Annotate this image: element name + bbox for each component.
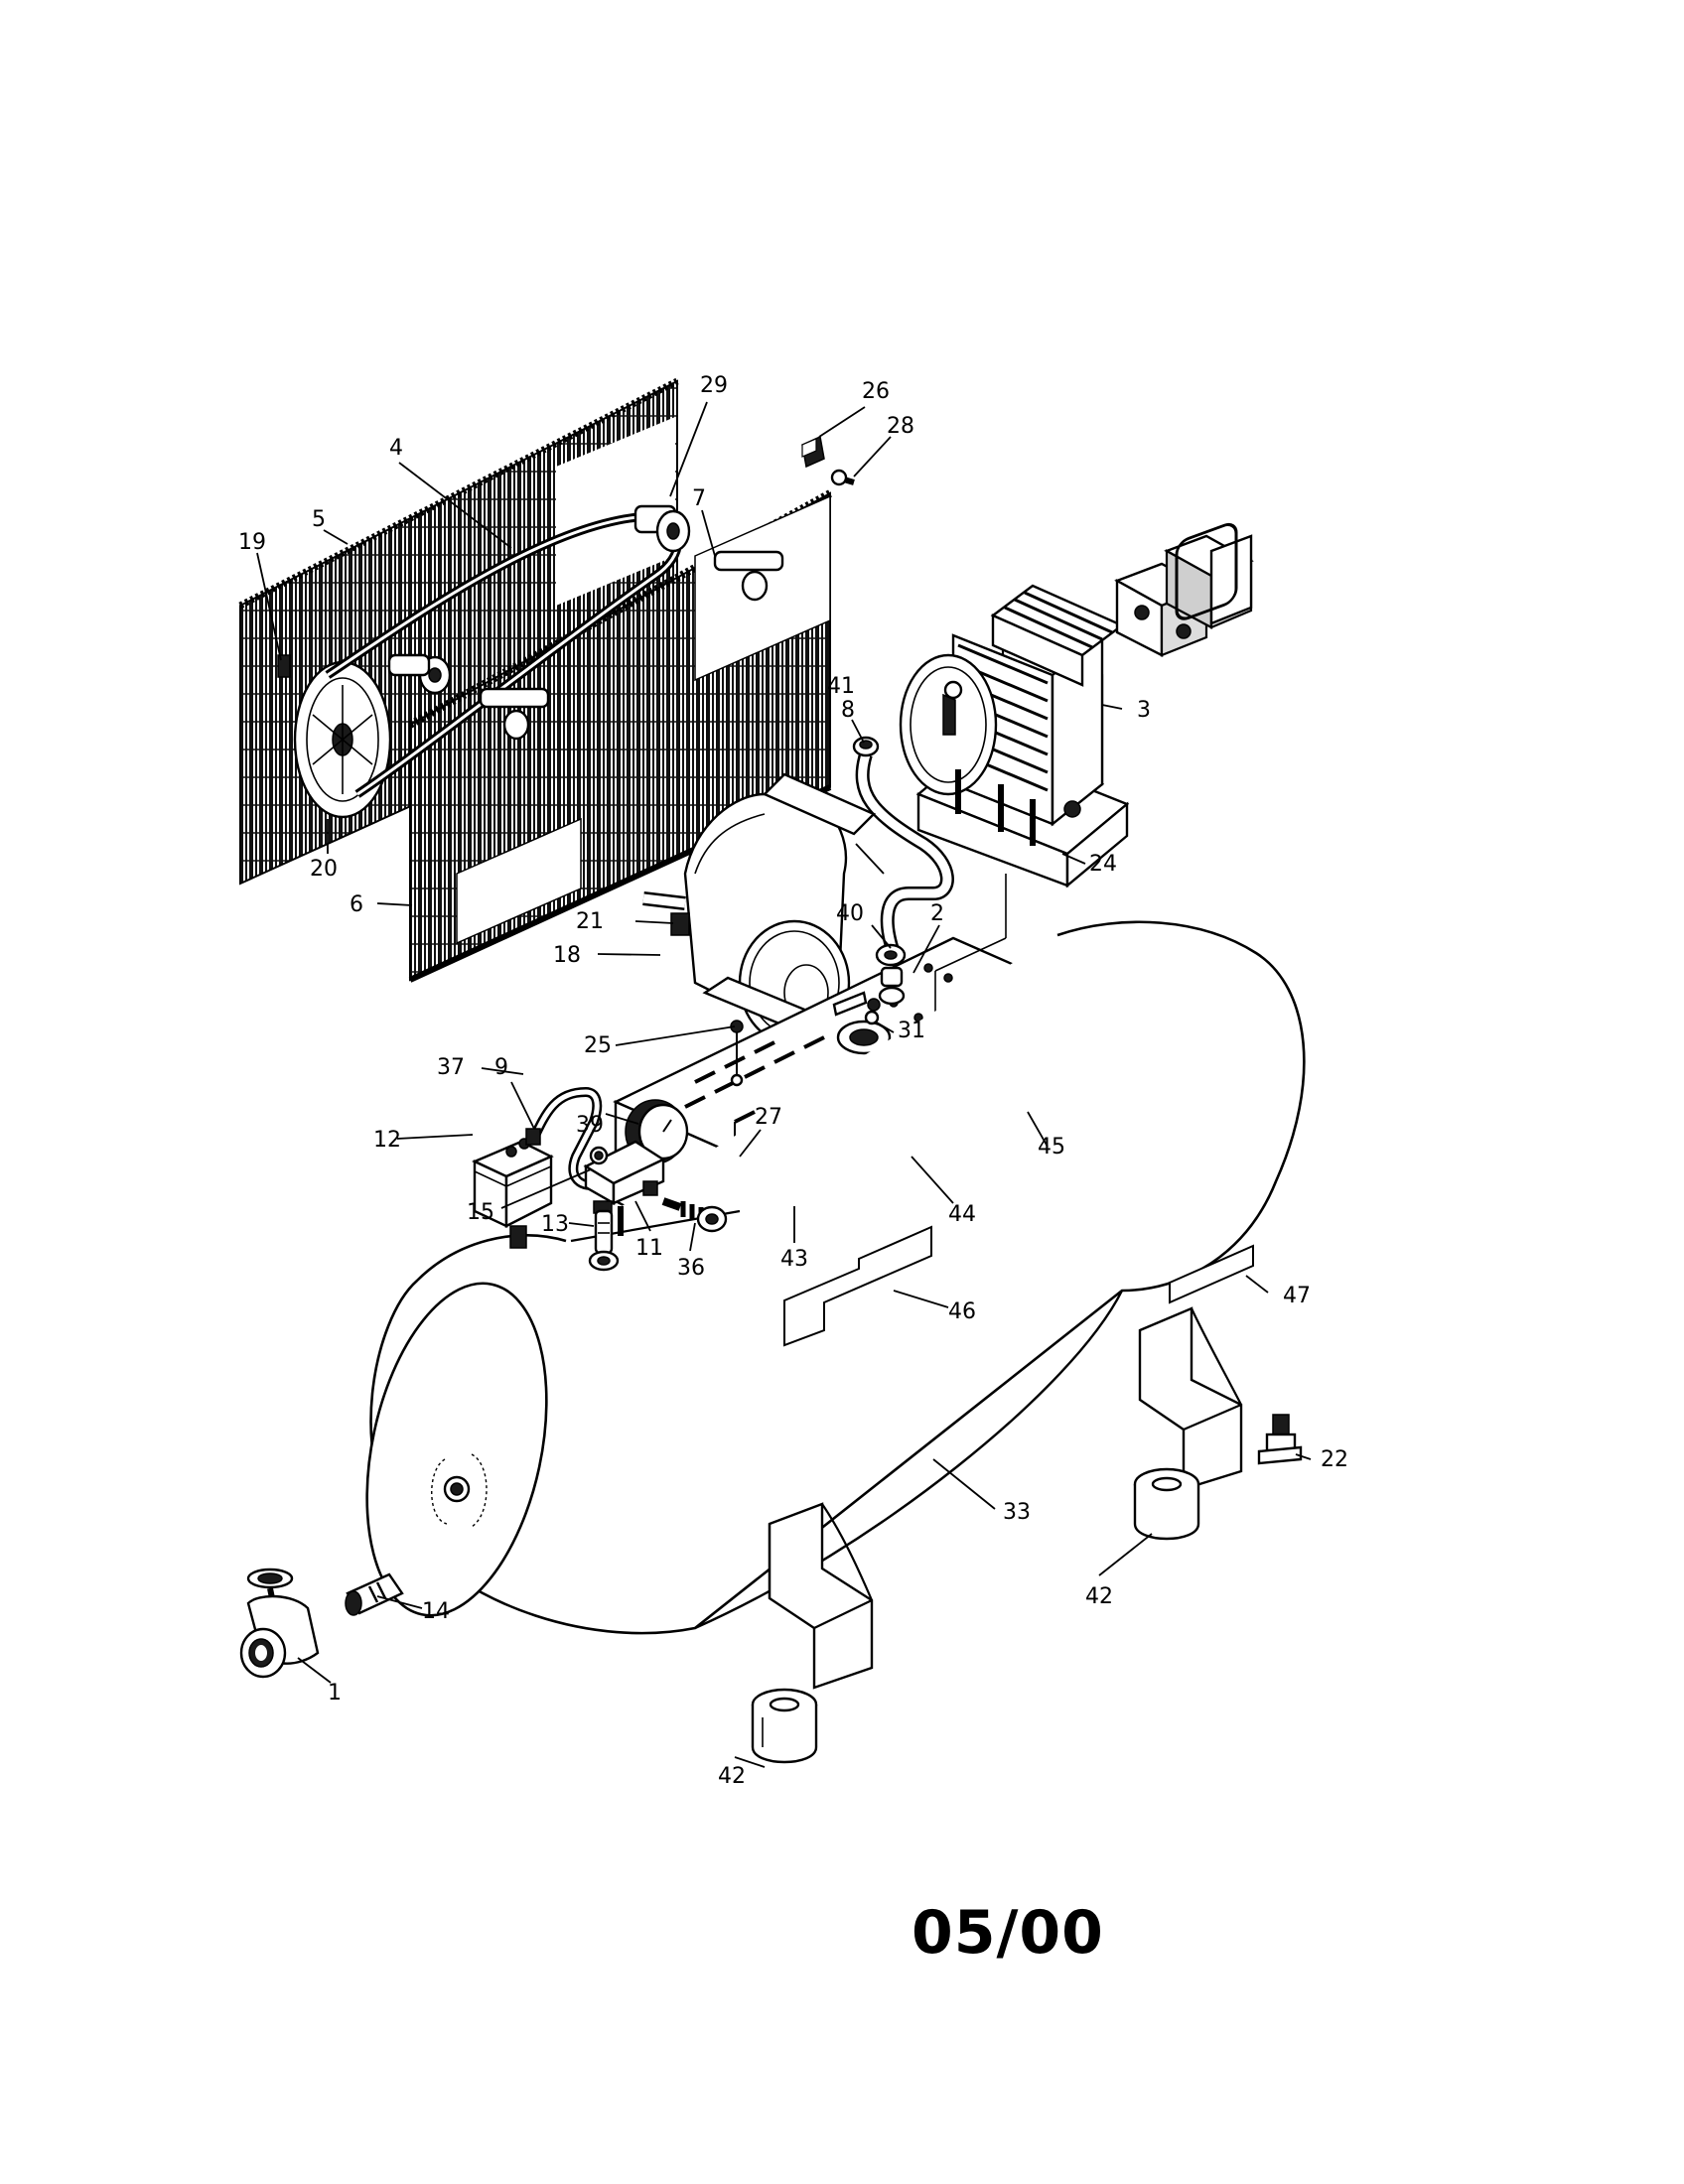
callout-41: 41 — [827, 674, 855, 699]
decal-46 — [783, 1225, 932, 1347]
callout-40: 40 — [836, 901, 864, 926]
callout-27: 27 — [755, 1105, 782, 1130]
callout-labels: 1 2 3 4 5 6 7 8 9 11 12 13 14 15 18 19 2… — [238, 373, 1348, 1789]
service-valve — [239, 1568, 320, 1679]
guard-clip — [801, 435, 825, 469]
callout-11: 11 — [635, 1236, 663, 1261]
callout-47: 47 — [1283, 1284, 1311, 1308]
callout-36: 36 — [677, 1256, 705, 1281]
revision-date-code: 05/00 — [912, 1898, 1104, 1968]
rubber-foot-front — [751, 1688, 818, 1764]
callout-19: 19 — [238, 530, 266, 555]
callout-12: 12 — [373, 1128, 401, 1153]
callout-14: 14 — [422, 1599, 450, 1624]
air-filter-cover — [1175, 522, 1253, 625]
callout-8: 8 — [841, 698, 855, 723]
callout-25: 25 — [584, 1033, 612, 1058]
callout-21: 21 — [576, 909, 604, 934]
fitting-37 — [525, 1128, 541, 1146]
compressor-pump — [899, 584, 1130, 888]
screw-28 — [830, 469, 855, 486]
bolt-19 — [277, 654, 291, 678]
callout-31: 31 — [898, 1019, 925, 1043]
safety-valve — [588, 1200, 620, 1272]
guard-bracket-upper — [479, 550, 784, 741]
callout-33: 33 — [1003, 1500, 1031, 1525]
callout-42-rear: 42 — [1085, 1584, 1113, 1609]
motor-pulley — [387, 504, 691, 695]
callout-22: 22 — [1321, 1447, 1348, 1472]
callout-1: 1 — [328, 1681, 342, 1706]
callout-44: 44 — [948, 1202, 976, 1227]
leader-lines — [256, 401, 1312, 1768]
check-valve — [875, 943, 907, 1006]
callout-4: 4 — [389, 436, 403, 461]
manifold-block — [583, 1140, 666, 1236]
tank-leg-rear — [1138, 1306, 1243, 1491]
callout-45: 45 — [1038, 1135, 1065, 1160]
callout-6: 6 — [350, 892, 363, 917]
callout-37: 37 — [437, 1055, 465, 1080]
quick-coupler — [661, 1197, 728, 1233]
callout-2: 2 — [930, 901, 944, 926]
callout-13: 13 — [541, 1212, 569, 1237]
discharge-tube — [852, 736, 954, 956]
callout-9: 9 — [494, 1055, 508, 1080]
belt-guard-front — [408, 489, 832, 983]
callout-24: 24 — [1089, 852, 1117, 877]
pressure-switch — [472, 1138, 554, 1249]
callout-7: 7 — [692, 486, 706, 511]
electric-motor — [642, 772, 877, 1054]
callout-3: 3 — [1137, 698, 1151, 723]
pipe-nipple — [345, 1572, 404, 1616]
callout-20: 20 — [310, 857, 338, 882]
tank-leg-front — [768, 1502, 874, 1690]
release-tube-fitting — [832, 991, 881, 1025]
callout-43: 43 — [780, 1247, 808, 1272]
decal-47 — [1169, 1244, 1254, 1304]
callout-26: 26 — [862, 379, 890, 404]
pump-mount-line — [934, 874, 1007, 1013]
callout-46: 46 — [948, 1299, 976, 1324]
callout-29: 29 — [700, 373, 728, 398]
callout-18: 18 — [553, 943, 581, 968]
callout-39: 39 — [576, 1113, 604, 1138]
drain-valve — [1257, 1414, 1303, 1465]
callout-15: 15 — [467, 1200, 494, 1225]
callout-28: 28 — [887, 414, 914, 439]
rubber-foot-rear — [1133, 1467, 1200, 1541]
callout-42-front: 42 — [718, 1764, 746, 1789]
flywheel-pulley — [293, 660, 392, 819]
callout-5: 5 — [312, 507, 326, 532]
